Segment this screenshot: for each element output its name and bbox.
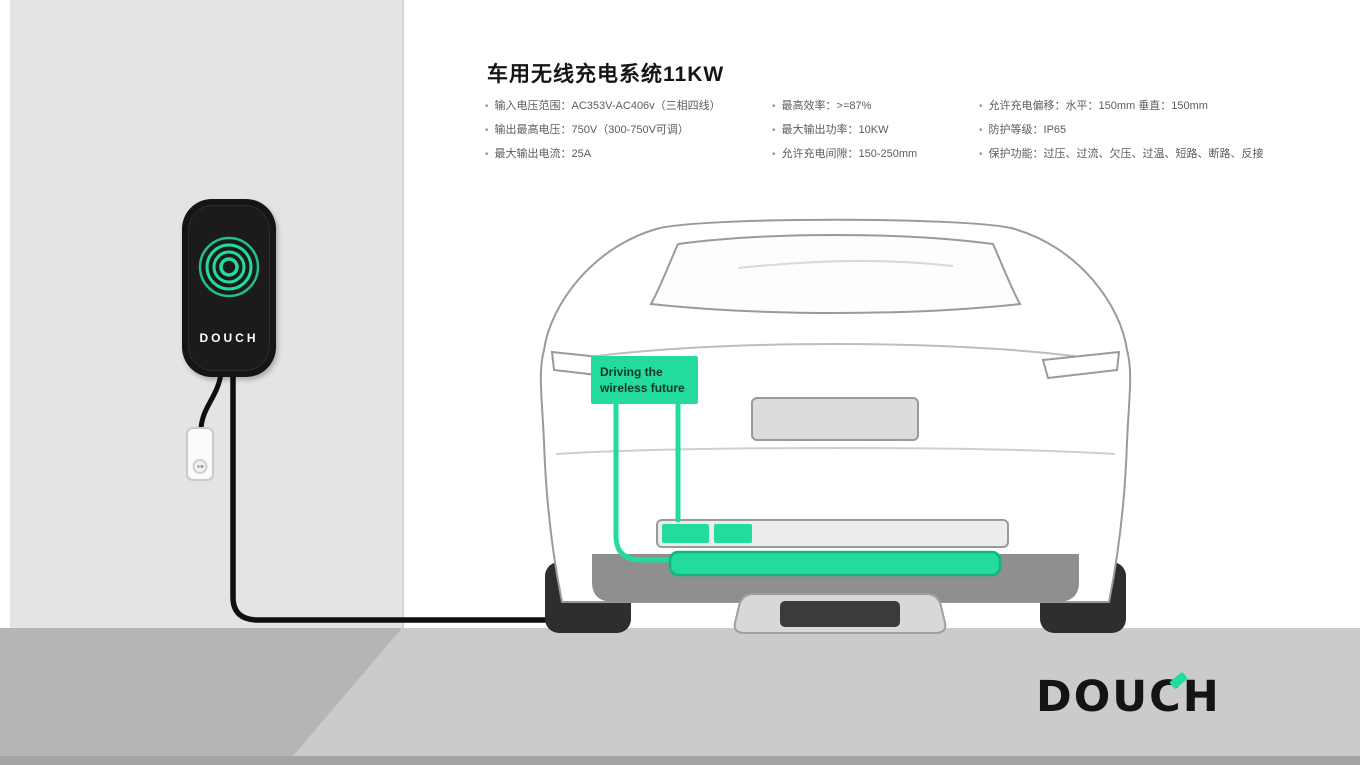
tail-light-right [1041,350,1121,380]
receiver-pad [668,550,1002,577]
logo-text-right: H [1182,672,1221,722]
sensor-module-2 [714,524,752,543]
spec-item: • 输出最高电压：750V（300-750V可调） [485,124,721,137]
license-plate [751,397,919,441]
spec-column-1: • 输入电压范围：AC353V-AC406v（三相四线） • 输出最高电压：75… [485,100,721,172]
floor-edge-strip [0,756,1360,765]
socket-hole [200,465,203,468]
slogan-tag: Driving the wireless future [591,356,698,404]
wall-charger-unit: DOUCH [182,199,276,377]
spec-text: 允许充电间隙：150-250mm [781,148,918,160]
bullet-icon: • [485,101,489,112]
spec-item: • 最大输出功率：10KW [772,124,917,137]
bullet-icon: • [979,101,983,112]
car-illustration [539,218,1132,634]
spec-item: • 最高效率：>=87% [772,100,917,113]
spec-column-3: • 允许充电偏移：水平：150mm 垂直：150mm • 防护等级：IP65 •… [979,100,1264,172]
spec-text: 允许充电偏移：水平：150mm 垂直：150mm [988,100,1208,112]
charger-brand-label: DOUCH [199,331,259,345]
spec-text: 防护等级：IP65 [988,124,1067,136]
spec-item: • 输入电压范围：AC353V-AC406v（三相四线） [485,100,721,113]
green-cable-left [613,397,683,563]
spec-text: 最大输出功率：10KW [781,124,889,136]
bullet-icon: • [979,125,983,136]
socket-hole [197,465,200,468]
spec-item: • 最大输出电流：25A [485,148,721,161]
spec-column-2: • 最高效率：>=87% • 最大输出功率：10KW • 允许充电间隙：150-… [772,100,917,172]
bullet-icon: • [485,125,489,136]
spec-text: 最大输出电流：25A [494,148,592,160]
coil-rings-icon [198,236,260,298]
bullet-icon: • [772,149,776,160]
sensor-bar [656,519,1009,548]
sensor-module-1 [662,524,709,543]
spec-text: 最高效率：>=87% [781,100,872,112]
spec-text: 保护功能：过压、过流、欠压、过温、短路、断路、反接 [988,148,1264,160]
spec-item: • 防护等级：IP65 [979,124,1264,137]
spec-item: • 允许充电间隙：150-250mm [772,148,917,161]
spec-text: 输出最高电压：750V（300-750V可调） [494,124,689,136]
outlet-socket [192,459,208,474]
wall-outlet [186,427,214,481]
spec-item: • 允许充电偏移：水平：150mm 垂直：150mm [979,100,1264,113]
rear-window [649,234,1022,314]
bullet-icon: • [772,101,776,112]
logo-letter-c: C [1149,671,1188,722]
logo-text-left: DOU [1036,672,1150,722]
bullet-icon: • [772,125,776,136]
page-title: 车用无线充电系统11KW [487,63,725,86]
ground-pad-core [780,601,900,627]
window-reflection [737,259,954,269]
bullet-icon: • [485,149,489,160]
spec-text: 输入电压范围：AC353V-AC406v（三相四线） [494,100,721,112]
spec-item: • 保护功能：过压、过流、欠压、过温、短路、断路、反接 [979,148,1264,161]
bumper-line [555,447,1116,455]
trunk-line [557,343,1114,363]
bullet-icon: • [979,149,983,160]
